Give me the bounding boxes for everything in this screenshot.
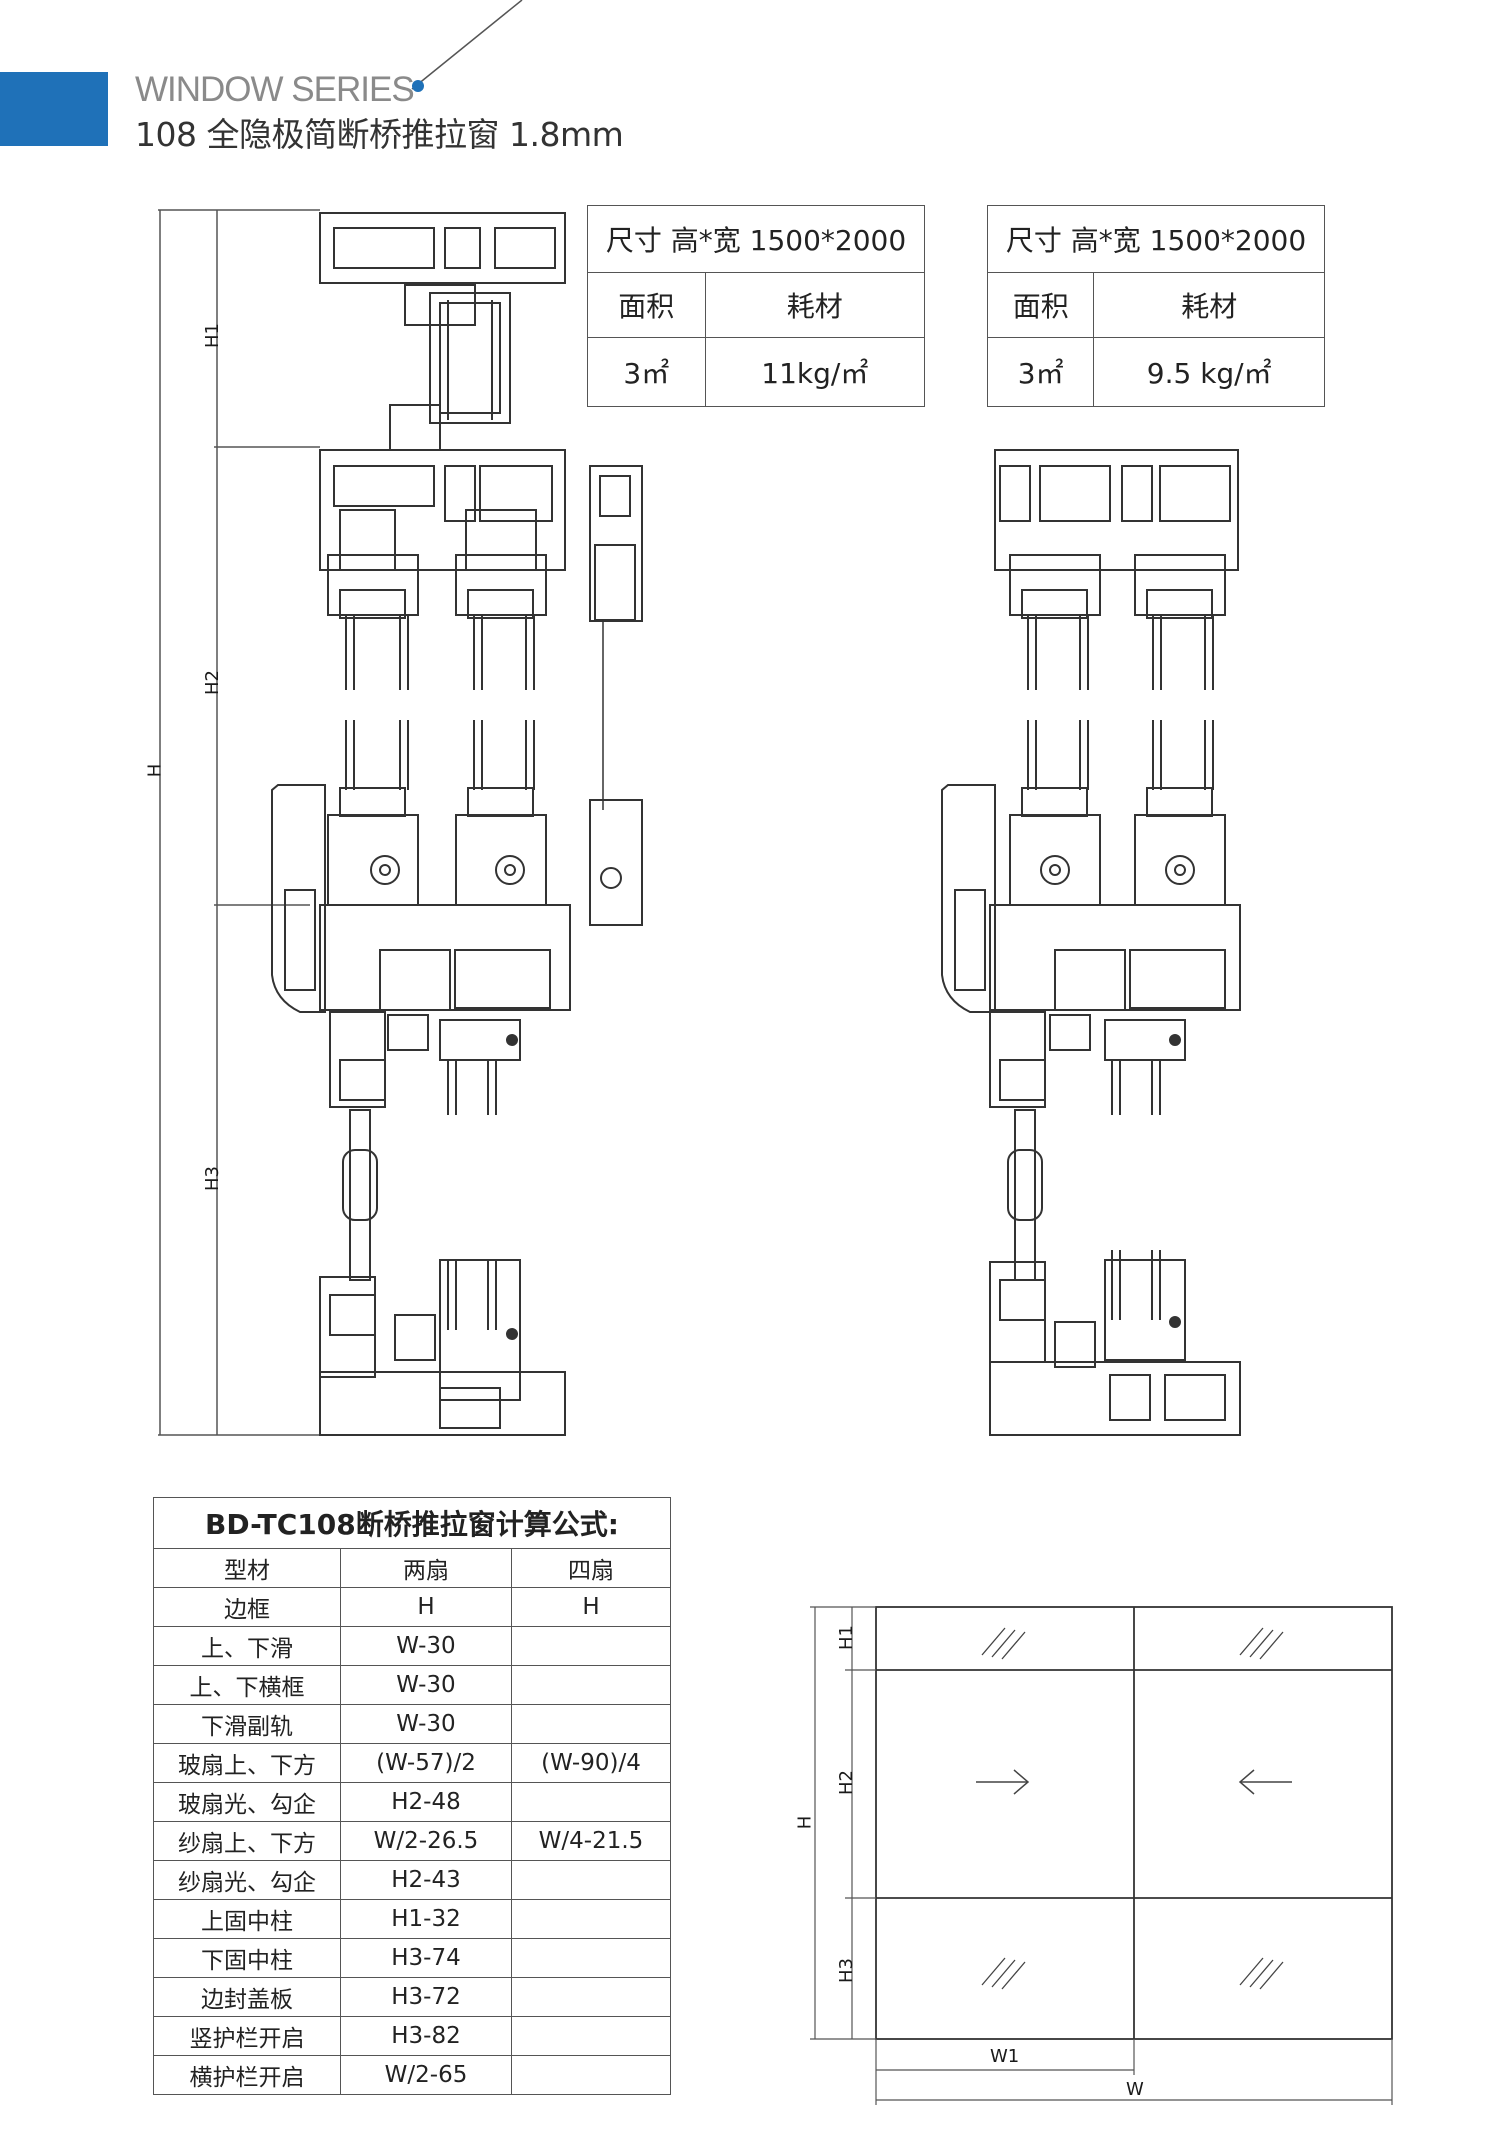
formula-cell [511,2016,671,2056]
formula-cell: W-30 [340,1665,512,1705]
formula-cell: W/4-21.5 [511,1821,671,1861]
formula-cell [511,1782,671,1822]
formula-cell [511,1665,671,1705]
elevation-dim-h1: H1 [836,1625,857,1650]
formula-cell: 纱扇上、下方 [153,1821,341,1861]
formula-cell: H [340,1587,512,1627]
formula-cell: 上固中柱 [153,1899,341,1939]
header-decoration [411,0,523,92]
formula-cell: 边封盖板 [153,1977,341,2017]
formula-header: 型材 [153,1548,341,1588]
formula-cell: 边框 [153,1587,341,1627]
spec-size: 尺寸 高*宽 1500*2000 [587,205,925,273]
formula-cell: H [511,1587,671,1627]
formula-header-row: 型材 两扇 四扇 [153,1548,671,1588]
spec-material-label: 耗材 [1093,272,1325,338]
formula-cell: H2-43 [340,1860,512,1900]
formula-cell: W-30 [340,1704,512,1744]
spec-table-left: 尺寸 高*宽 1500*2000 面积 耗材 3㎡ 11kg/㎡ [587,205,926,407]
elevation-dim-h3: H3 [836,1958,857,1983]
product-title: 108 全隐极简断桥推拉窗 1.8mm [135,115,624,154]
spec-material-label: 耗材 [704,272,926,338]
cross-section-left [271,212,643,1436]
formula-cell: (W-90)/4 [511,1743,671,1783]
formula-cell: W/2-26.5 [340,1821,512,1861]
elevation-dimension-lines [810,1606,1393,2105]
formula-cell: 横护栏开启 [153,2055,341,2095]
spec-area-value: 3㎡ [587,337,706,407]
spec-size: 尺寸 高*宽 1500*2000 [987,205,1325,273]
section-dim-h1: H1 [202,323,223,348]
formula-cell: 玻扇光、勾企 [153,1782,341,1822]
formula-cell [511,1977,671,2017]
section-dim-h: H [144,763,166,778]
formula-cell: W/2-65 [340,2055,512,2095]
formula-cell: H2-48 [340,1782,512,1822]
header-accent-bar [0,72,108,146]
formula-cell: 上、下横框 [153,1665,341,1705]
formula-cell: 上、下滑 [153,1626,341,1666]
spec-area-label: 面积 [986,272,1095,338]
formula-cell [511,1899,671,1939]
spec-table-right: 尺寸 高*宽 1500*2000 面积 耗材 3㎡ 9.5 kg/㎡ [986,205,1325,407]
formula-cell: H3-72 [340,1977,512,2017]
formula-cell: 下固中柱 [153,1938,341,1978]
section-dimension-lines [158,209,320,1436]
formula-header: 四扇 [511,1548,671,1588]
formula-cell: H1-32 [340,1899,512,1939]
formula-header: 两扇 [340,1548,512,1588]
spec-area-value: 3㎡ [986,337,1095,407]
elevation-dim-h2: H2 [836,1770,857,1795]
formula-row: 玻扇上、下方(W-57)/2(W-90)/4 [153,1743,671,1783]
spec-material-value: 11kg/㎡ [704,337,926,407]
fixed-glass-hatch-marks [981,1627,1284,1990]
spec-area-label: 面积 [587,272,706,338]
series-label: WINDOW SERIES [135,70,415,109]
formula-cell [511,1704,671,1744]
formula-title: BD-TC108断桥推拉窗计算公式: [153,1497,671,1549]
elevation-dim-h: H [794,1815,816,1830]
elevation-dim-w1: W1 [990,2046,1020,2067]
elevation-diagram [875,1606,1393,2040]
elevation-dim-w: W [1126,2079,1144,2100]
formula-cell [511,2055,671,2095]
formula-cell [511,1626,671,1666]
formula-cell: (W-57)/2 [340,1743,512,1783]
formula-cell: 玻扇上、下方 [153,1743,341,1783]
formula-cell: 纱扇光、勾企 [153,1860,341,1900]
spec-material-value: 9.5 kg/㎡ [1093,337,1325,407]
section-dim-h2: H2 [202,670,223,695]
section-dim-h3: H3 [202,1166,223,1191]
formula-cell: 竖护栏开启 [153,2016,341,2056]
formula-cell: H3-82 [340,2016,512,2056]
left-arrow-icon [1238,1769,1292,1795]
formula-cell [511,1938,671,1978]
formula-cell [511,1860,671,1900]
formula-cell: H3-74 [340,1938,512,1978]
cross-section-right [941,449,1241,1436]
right-arrow-icon [976,1769,1030,1795]
formula-cell: 下滑副轨 [153,1704,341,1744]
formula-cell: W-30 [340,1626,512,1666]
